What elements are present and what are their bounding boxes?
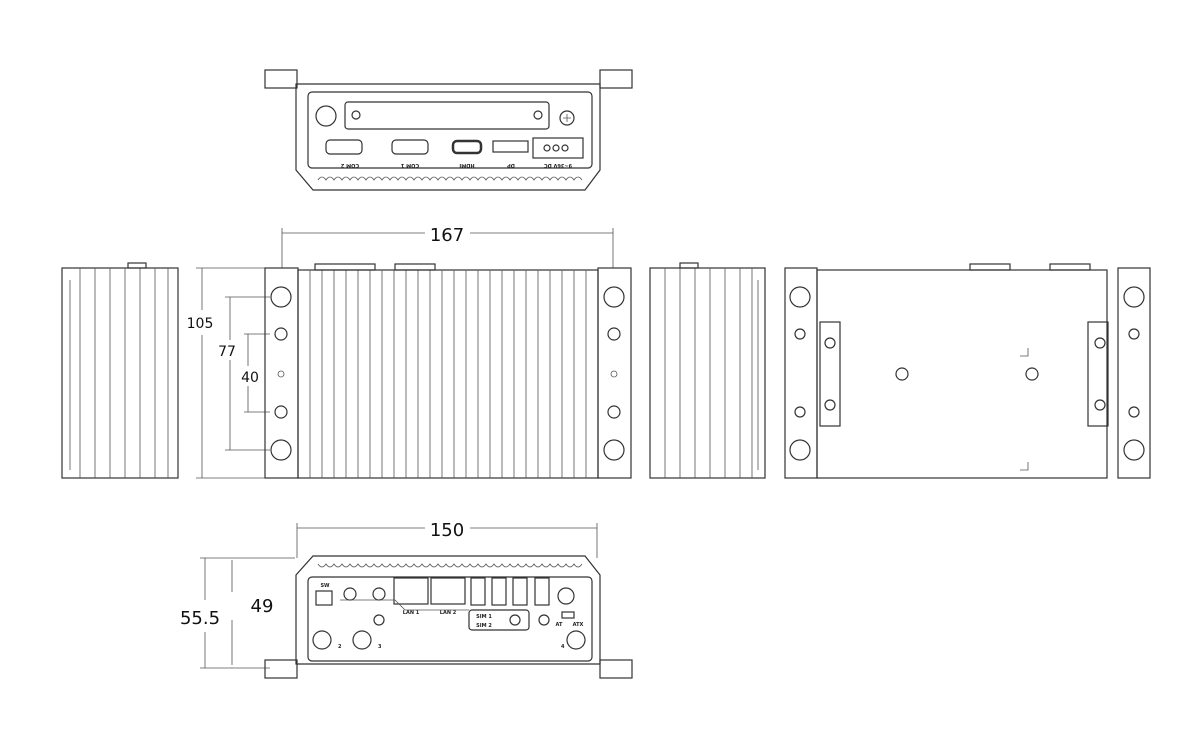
heatsink-fins (317, 176, 583, 181)
hdmi-port (451, 139, 483, 155)
mounting-bracket-left (264, 69, 298, 89)
lan2-port[interactable] (430, 577, 466, 605)
sw-terminal (315, 590, 333, 606)
antenna-2-label: 2 (338, 644, 342, 650)
com2-port (325, 139, 363, 155)
antenna-4-label: 4 (561, 644, 565, 650)
mounting-bracket-left (264, 659, 298, 679)
usb-port-4[interactable] (534, 577, 550, 606)
svg-text:167: 167 (430, 225, 464, 246)
sw-label: SW (320, 583, 330, 589)
line-out-jack (372, 587, 386, 601)
com2-label: COM 2 (340, 162, 359, 168)
dimension-105: 105 (187, 267, 266, 479)
svg-text:55.5: 55.5 (180, 608, 220, 629)
dc-in-terminal (532, 137, 584, 159)
heatsink-fins (317, 563, 583, 568)
mounting-bracket-left (264, 267, 299, 479)
lan2-label: LAN 2 (440, 610, 457, 616)
antenna-hole-3 (352, 630, 372, 650)
antenna-hole-2 (312, 630, 332, 650)
at-label: AT (556, 622, 563, 628)
dimension-77: 77 (218, 296, 270, 451)
power-button[interactable] (557, 587, 575, 605)
svg-text:40: 40 (241, 370, 259, 386)
sim2-label: SIM 2 (476, 623, 492, 629)
dimension-40: 40 (241, 333, 270, 413)
atx-label: ATX (573, 622, 584, 628)
mounting-bracket-right (599, 69, 633, 89)
rear-view: COM 2 COM 1 HDMI DP 9~36V DC (264, 69, 633, 191)
svg-text:49: 49 (251, 596, 274, 617)
dc-in-label: 9~36V DC (544, 162, 572, 168)
usb-port-1[interactable] (470, 577, 486, 606)
lan1-port[interactable] (393, 577, 429, 605)
dimension-167: 167 (281, 225, 614, 268)
ground-screw-icon (559, 110, 575, 126)
usb-port-3[interactable] (512, 577, 528, 606)
left-side-view (61, 262, 179, 479)
svg-text:77: 77 (218, 344, 236, 360)
com1-port (391, 139, 429, 155)
antenna-hole-4 (566, 630, 586, 650)
dimension-49: 49 (231, 560, 274, 665)
at-atx-switch[interactable] (561, 611, 575, 619)
rear-chassis (295, 83, 601, 191)
antenna-3-label: 3 (378, 644, 382, 650)
dimension-150: 150 (296, 520, 598, 558)
front-view: SW LAN 1 LAN 2 SIM 1 SIM 2 AT ATX 2 3 4 (264, 555, 633, 679)
mounting-bracket-right (597, 267, 632, 479)
lan1-label: LAN 1 (403, 610, 420, 616)
hdmi-label: HDMI (459, 162, 474, 168)
dp-label: DP (507, 162, 515, 168)
mounting-bracket-right (599, 659, 633, 679)
svg-text:105: 105 (187, 316, 214, 332)
sim-slot-group (468, 609, 530, 631)
sim1-label: SIM 1 (476, 614, 492, 620)
dp-port (492, 140, 529, 153)
svg-text:150: 150 (430, 520, 464, 541)
dimension-55-5: 55.5 (180, 557, 295, 669)
main-side-view (264, 263, 632, 479)
mic-jack (343, 587, 357, 601)
usb-port-2[interactable] (491, 577, 507, 606)
expansion-cover (344, 101, 550, 130)
bottom-view (784, 263, 1151, 479)
com1-label: COM 1 (400, 162, 419, 168)
antenna-hole (315, 105, 337, 127)
right-side-view (649, 262, 766, 479)
front-chassis (295, 555, 601, 665)
